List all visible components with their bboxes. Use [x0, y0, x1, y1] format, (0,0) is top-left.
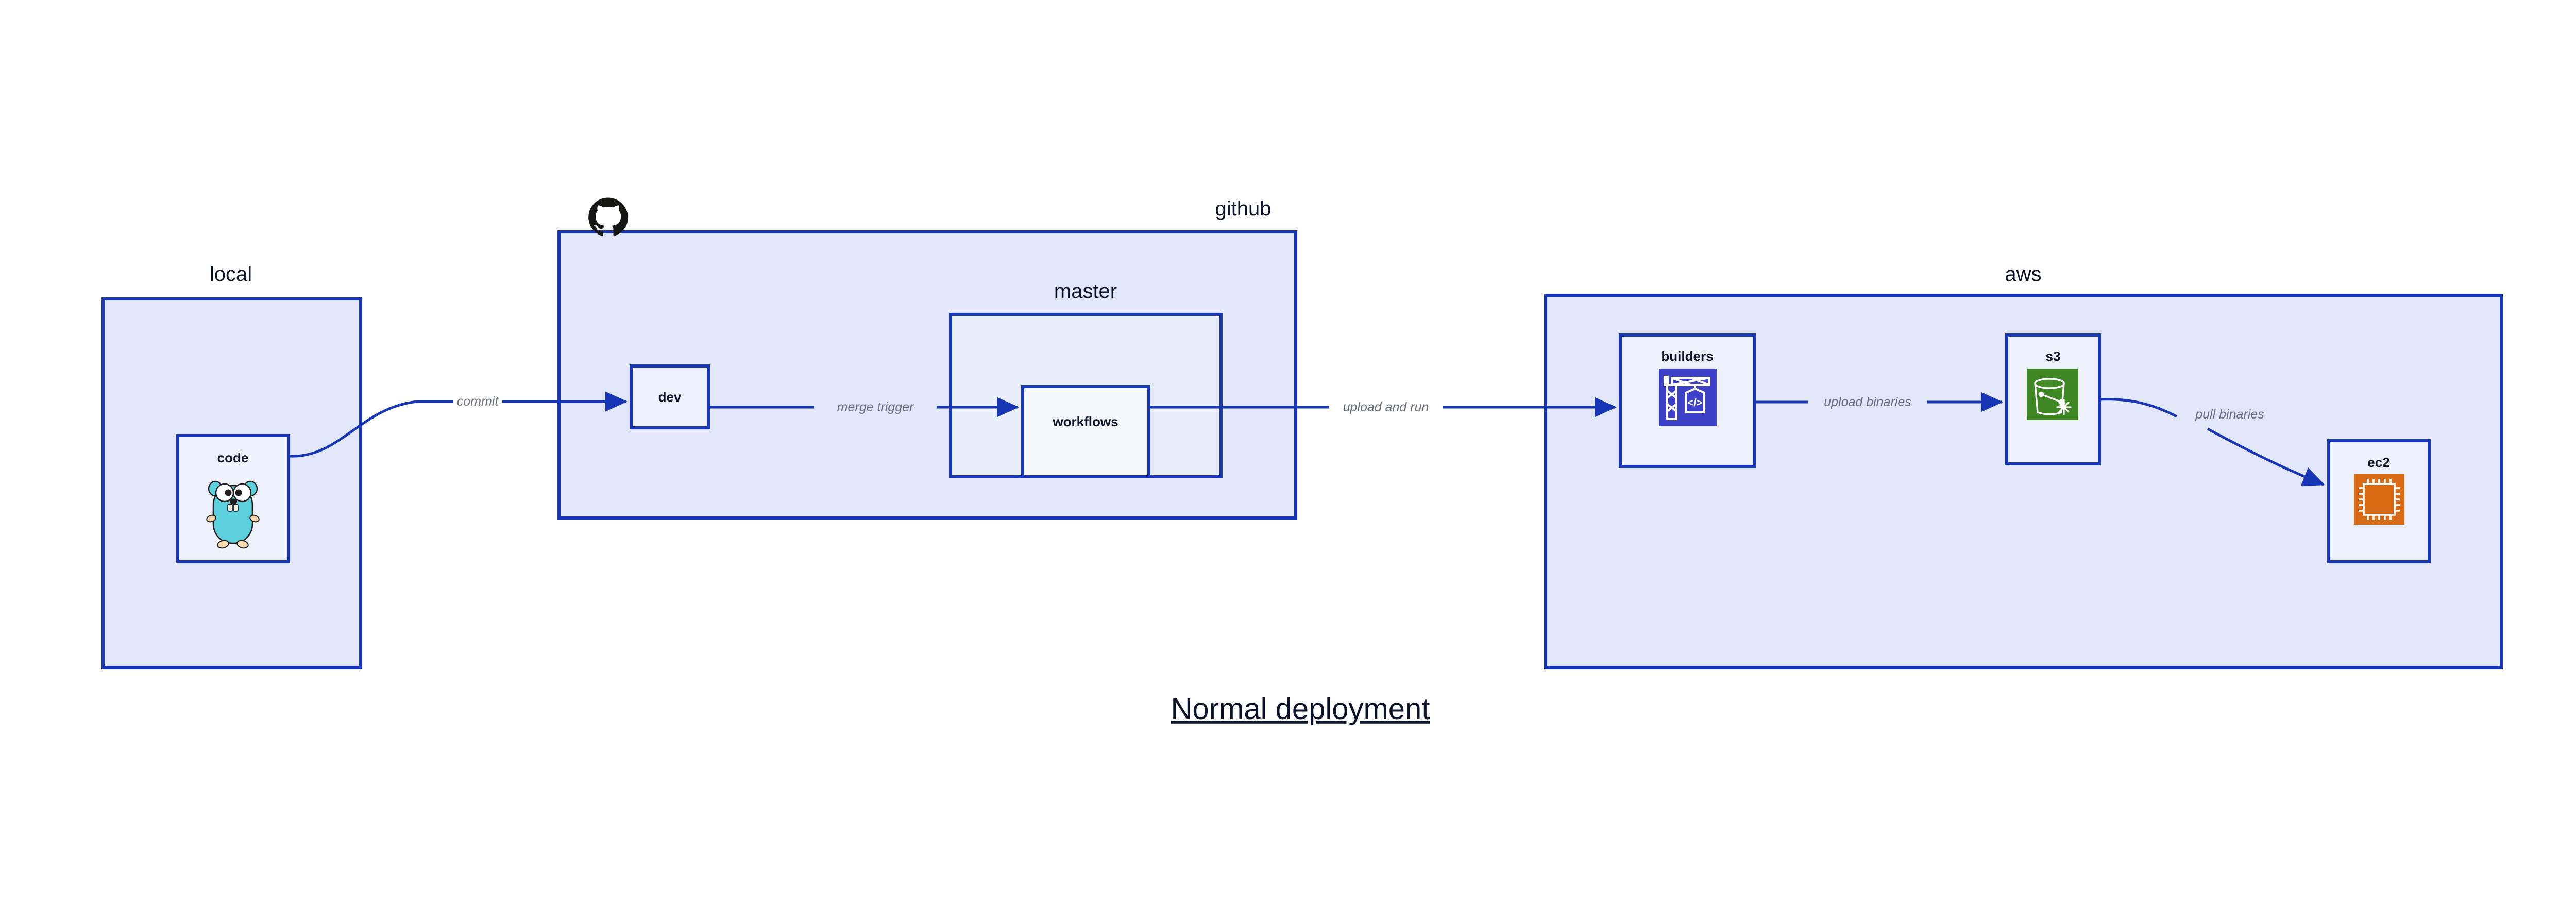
- node-box-dev[interactable]: [630, 364, 710, 429]
- node-label-s3: s3: [2046, 348, 2061, 364]
- edge-label-merge-trigger: merge trigger: [837, 400, 914, 414]
- svg-text:</>: </>: [1688, 397, 1703, 409]
- edge-label-upload-and-run: upload and run: [1343, 400, 1429, 414]
- edge-pull-bin-curve-a: [2099, 398, 2178, 418]
- node-box-s3[interactable]: [2005, 333, 2101, 465]
- node-box-workflows[interactable]: [1021, 385, 1150, 478]
- node-label-dev: dev: [658, 389, 682, 405]
- edge-upload-binaries: upload binaries: [1754, 392, 2003, 412]
- github-octocat-icon: [588, 197, 629, 236]
- edge-pull-bin-curve-b: [2207, 427, 2325, 487]
- group-label-github: github: [1215, 197, 1272, 220]
- edge-label-pull-binaries: pull binaries: [2195, 407, 2264, 422]
- edge-upload-and-run: upload and run: [1149, 397, 1617, 417]
- node-label-workflows: workflows: [1052, 414, 1118, 429]
- group-label-master: master: [1054, 280, 1117, 303]
- aws-ec2-icon: [2354, 474, 2404, 525]
- group-label-aws: aws: [2005, 263, 2041, 286]
- edge-label-upload-binaries: upload binaries: [1824, 395, 1911, 409]
- aws-codebuild-icon: </>: [1659, 369, 1717, 426]
- aws-s3-glacier-icon: [2027, 369, 2078, 420]
- node-label-code: code: [217, 450, 249, 465]
- edge-commit: commit: [288, 391, 628, 458]
- diagram-title: Normal deployment: [1171, 692, 1430, 726]
- edge-label-commit: commit: [457, 394, 499, 409]
- group-label-local: local: [210, 263, 252, 286]
- edge-commit-curve: [288, 400, 418, 458]
- go-gopher-icon: [206, 480, 260, 549]
- edge-pull-binaries: pull binaries: [2099, 398, 2325, 487]
- edge-merge-trigger: merge trigger: [708, 397, 1019, 417]
- node-label-builders: builders: [1661, 348, 1713, 364]
- node-label-ec2: ec2: [2367, 455, 2389, 470]
